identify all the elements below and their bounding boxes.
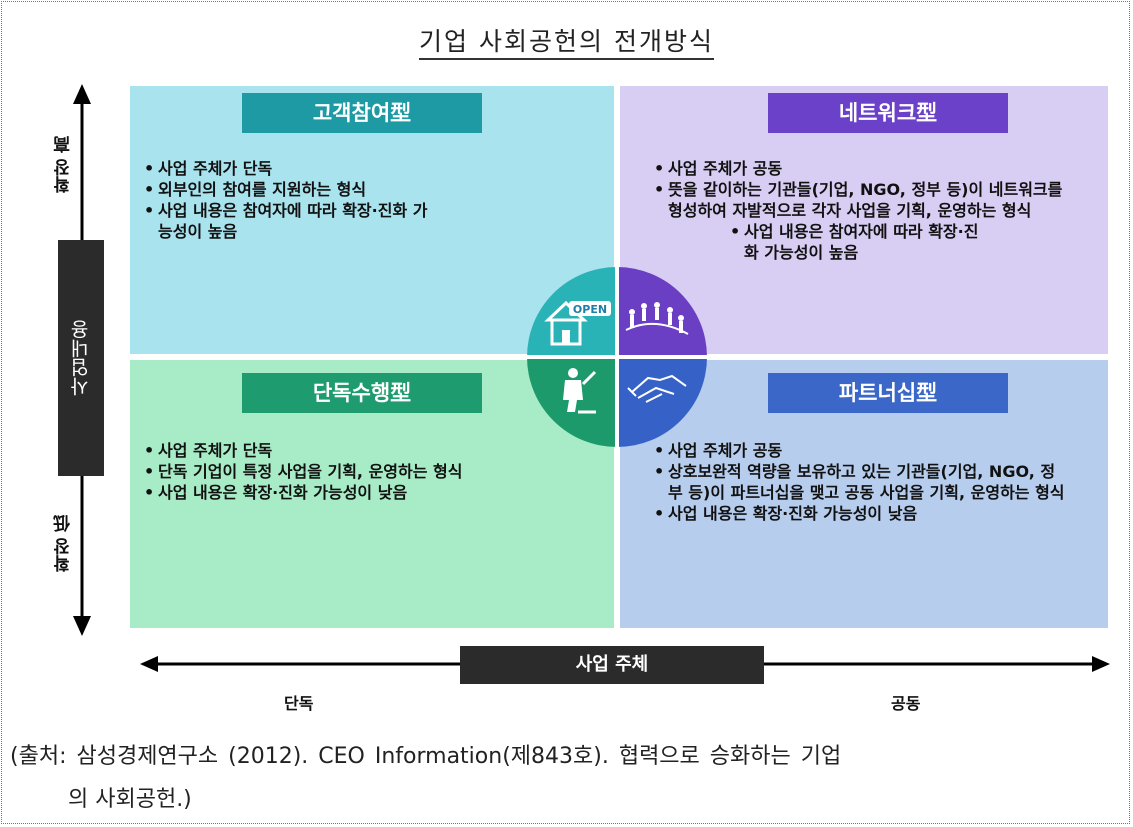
list-item: 뜻을 같이하는 기관들(기업, NGO, 정부 등)이 네트워크를 형성하여 자… bbox=[654, 179, 1068, 221]
list-item: 사업 내용은 확장·진화 가능성이 낮음 bbox=[144, 482, 614, 503]
horizontal-axis-left-label: 단독 bbox=[284, 694, 314, 713]
horizontal-axis-right-label: 공동 bbox=[891, 694, 921, 713]
citation: (출처: 삼성경제연구소 (2012). CEO Information(제84… bbox=[10, 735, 1125, 821]
list-item: 상호보완적 역량을 보유하고 있는 기관들(기업, NGO, 정부 등)이 파트… bbox=[654, 461, 1068, 503]
partnership-list: 사업 주체가 공동 상호보완적 역량을 보유하고 있는 기관들(기업, NGO,… bbox=[654, 440, 1094, 524]
vertical-axis-label-box: 사업내용 bbox=[58, 240, 104, 476]
label-partnership: 파트너십型 bbox=[768, 373, 1008, 413]
worker-icon bbox=[563, 368, 597, 414]
vertical-axis-bottom-label: 확장 低 bbox=[54, 515, 74, 572]
horizontal-axis-arrow-left bbox=[140, 656, 158, 672]
handshake-icon bbox=[627, 374, 687, 403]
open-house-icon: OPEN bbox=[544, 300, 611, 346]
list-item: 사업 내용은 참여자에 따라 확장·진화 가능성이 높음 bbox=[144, 200, 438, 242]
list-item: 외부인의 참여를 지원하는 형식 bbox=[144, 179, 584, 200]
circle-quarter-tr bbox=[617, 267, 707, 357]
list-item: 사업 내용은 확장·진화 가능성이 낮음 bbox=[654, 503, 1094, 524]
label-independent: 단독수행型 bbox=[242, 373, 482, 413]
people-circle-icon bbox=[625, 302, 689, 335]
list-item: 사업 주체가 단독 bbox=[144, 440, 614, 461]
list-item: 사업 주체가 단독 bbox=[144, 158, 584, 179]
list-item: 사업 주체가 공동 bbox=[654, 158, 1094, 179]
vertical-axis-arrow-down bbox=[73, 616, 91, 636]
citation-line-1: (출처: 삼성경제연구소 (2012). CEO Information(제84… bbox=[10, 744, 842, 769]
label-network: 네트워크型 bbox=[768, 93, 1008, 133]
circle-quarter-br bbox=[617, 357, 707, 447]
vertical-axis-label: 사업내용 bbox=[70, 320, 92, 396]
open-sign-text: OPEN bbox=[573, 303, 607, 316]
label-customer-participation: 고객참여型 bbox=[242, 93, 482, 133]
independent-list: 사업 주체가 단독 단독 기업이 특정 사업을 기획, 운영하는 형식 사업 내… bbox=[144, 440, 614, 503]
list-item: 단독 기업이 특정 사업을 기획, 운영하는 형식 bbox=[144, 461, 614, 482]
horizontal-axis-arrow-right bbox=[1092, 656, 1110, 672]
list-item: 사업 주체가 공동 bbox=[654, 440, 1094, 461]
vertical-axis-top-label: 확장 高 bbox=[54, 136, 74, 193]
list-item: 사업 내용은 참여자에 따라 확장·진화 가능성이 높음 bbox=[730, 221, 984, 263]
customer-participation-list: 사업 주체가 단독 외부인의 참여를 지원하는 형식 사업 내용은 참여자에 따… bbox=[144, 158, 584, 242]
network-list: 사업 주체가 공동 뜻을 같이하는 기관들(기업, NGO, 정부 등)이 네트… bbox=[654, 158, 1094, 263]
diagram-title: 기업 사회공헌의 전개방식 bbox=[0, 22, 1133, 60]
vertical-axis-arrow-up bbox=[73, 84, 91, 104]
citation-line-2: 의 사회공헌.) bbox=[68, 787, 192, 812]
horizontal-axis-label: 사업 주체 bbox=[460, 646, 764, 684]
